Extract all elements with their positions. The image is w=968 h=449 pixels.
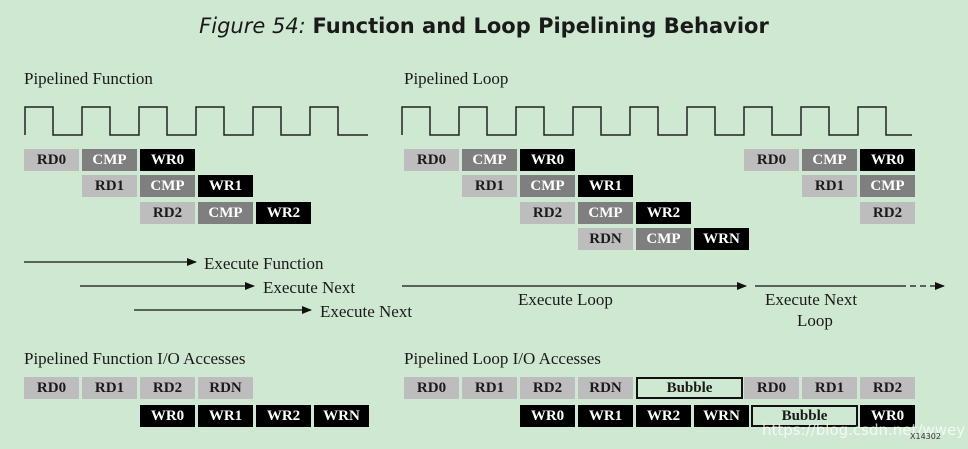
stage-rdn: RDN <box>578 228 633 250</box>
io-loop-wrn: WRN <box>694 405 749 427</box>
stage-cmp: CMP <box>82 149 137 171</box>
label-execute-next-2: Execute Next <box>320 302 413 321</box>
stage-cmp: CMP <box>520 175 575 197</box>
label-pipelined-function: Pipelined Function <box>24 69 153 88</box>
stage-rd0: RD0 <box>404 149 459 171</box>
stage-cmp: CMP <box>198 202 253 224</box>
stage-cmp: CMP <box>860 175 915 197</box>
io-loop-bubble-read: Bubble <box>636 377 743 399</box>
io-function-rdn: RDN <box>198 377 253 399</box>
io-loop-bubble-write: Bubble <box>751 405 858 427</box>
stage-rd1: RD1 <box>82 175 137 197</box>
io-loop-next-rd0: RD0 <box>744 377 799 399</box>
watermark: https://blog.csdn.net/wwey <box>762 421 966 439</box>
label-execute-next-loop-line1: Execute Next <box>765 290 858 309</box>
io-function-rd0: RD0 <box>24 377 79 399</box>
io-loop-next-rd1: RD1 <box>802 377 857 399</box>
figure-name: Function and Loop Pipelining Behavior <box>312 14 769 38</box>
stage-rd2: RD2 <box>520 202 575 224</box>
label-execute-function: Execute Function <box>204 254 324 273</box>
clock-waveform-function <box>24 106 368 136</box>
stage-rd1: RD1 <box>462 175 517 197</box>
stage-wr0: WR0 <box>140 149 195 171</box>
stage-wr2: WR2 <box>256 202 311 224</box>
stage-cmp: CMP <box>462 149 517 171</box>
stage-rd0: RD0 <box>744 149 799 171</box>
figure-title: Figure 54: Function and Loop Pipelining … <box>0 14 968 38</box>
io-loop-rd2: RD2 <box>520 377 575 399</box>
io-loop-wr2: WR2 <box>636 405 691 427</box>
stage-wr0: WR0 <box>860 149 915 171</box>
label-loop-io: Pipelined Loop I/O Accesses <box>404 349 601 368</box>
io-loop-rdn: RDN <box>578 377 633 399</box>
label-execute-next-1: Execute Next <box>263 278 356 297</box>
stage-cmp: CMP <box>802 149 857 171</box>
stage-rd2: RD2 <box>860 202 915 224</box>
stage-cmp: CMP <box>636 228 691 250</box>
stage-wr1: WR1 <box>578 175 633 197</box>
stage-wr0: WR0 <box>520 149 575 171</box>
stage-wr2: WR2 <box>636 202 691 224</box>
stage-rd0: RD0 <box>24 149 79 171</box>
stage-rd1: RD1 <box>802 175 857 197</box>
io-loop-rd0: RD0 <box>404 377 459 399</box>
figure-code: X14302 <box>910 432 941 441</box>
label-pipelined-loop: Pipelined Loop <box>404 69 509 88</box>
figure-number: Figure 54: <box>199 14 306 38</box>
io-loop-wr1: WR1 <box>578 405 633 427</box>
io-function-wr0: WR0 <box>140 405 195 427</box>
stage-wr1: WR1 <box>198 175 253 197</box>
stage-cmp: CMP <box>140 175 195 197</box>
io-loop-next-wr0: WR0 <box>860 405 915 427</box>
label-execute-loop: Execute Loop <box>518 290 613 309</box>
io-loop-wr0: WR0 <box>520 405 575 427</box>
stage-cmp: CMP <box>578 202 633 224</box>
label-execute-next-loop-line2: Loop <box>797 311 833 330</box>
io-function-wr1: WR1 <box>198 405 253 427</box>
io-function-rd2: RD2 <box>140 377 195 399</box>
io-function-rd1: RD1 <box>82 377 137 399</box>
clock-waveform-loop <box>401 106 912 136</box>
stage-rd2: RD2 <box>140 202 195 224</box>
io-loop-next-rd2: RD2 <box>860 377 915 399</box>
io-function-wrn: WRN <box>314 405 369 427</box>
io-function-wr2: WR2 <box>256 405 311 427</box>
io-loop-rd1: RD1 <box>462 377 517 399</box>
label-function-io: Pipelined Function I/O Accesses <box>24 349 246 368</box>
stage-wrn: WRN <box>694 228 749 250</box>
